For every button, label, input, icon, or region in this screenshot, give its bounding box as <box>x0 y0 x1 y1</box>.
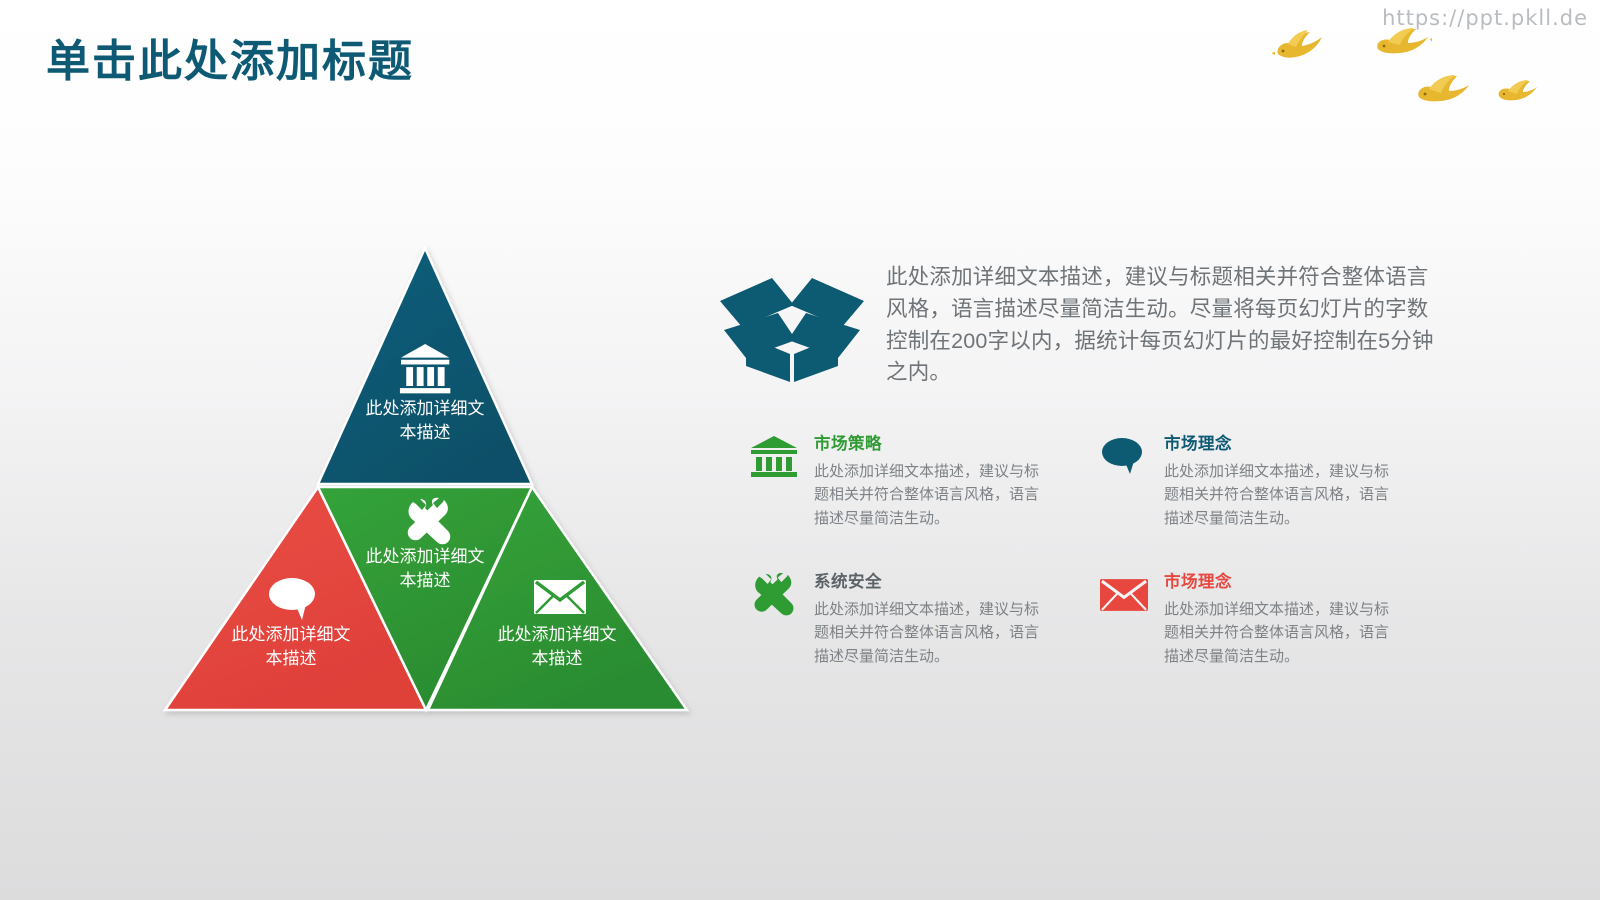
pyramid-segment-top[interactable] <box>316 244 534 486</box>
feature-description: 此处添加详细文本描述，建议与标题相关并符合整体语言风格，语言描述尽量简洁生动。 <box>814 601 1040 665</box>
page-title: 单击此处添加标题 <box>46 37 414 86</box>
feature-item-market-strategy[interactable]: 市场策略 此处添加详细文本描述，建议与标题相关并符合整体语言风格，语言描述尽量简… <box>748 428 1098 566</box>
feature-title: 市场策略 <box>814 435 882 453</box>
bird-icon <box>1418 75 1469 102</box>
pyramid-bottomright-label-line2: 本描述 <box>532 649 583 668</box>
feature-title: 市场理念 <box>1164 435 1232 453</box>
envelope-icon <box>1098 572 1150 618</box>
feature-title: 系统安全 <box>814 573 882 591</box>
feature-item-market-concept-teal[interactable]: 市场理念 此处添加详细文本描述，建议与标题相关并符合整体语言风格，语言描述尽量简… <box>1098 428 1438 566</box>
feature-item-system-security[interactable]: 系统安全 此处添加详细文本描述，建议与标题相关并符合整体语言风格，语言描述尽量简… <box>748 566 1098 704</box>
bank-icon <box>748 434 800 480</box>
pyramid-top-label-line1: 此处添加详细文 <box>366 399 485 418</box>
bird-icon <box>1377 28 1432 54</box>
chat-bubble-icon <box>1098 434 1150 480</box>
pyramid-segment-middle[interactable] <box>316 485 534 713</box>
open-box-icon <box>716 268 868 389</box>
chat-bubble-icon <box>269 578 315 620</box>
tools-icon <box>748 572 800 618</box>
pyramid-bottomleft-label-line1: 此处添加详细文 <box>232 625 351 644</box>
envelope-icon <box>534 580 586 614</box>
bank-icon <box>399 344 451 394</box>
feature-description: 此处添加详细文本描述，建议与标题相关并符合整体语言风格，语言描述尽量简洁生动。 <box>814 463 1040 527</box>
feature-grid: 市场策略 此处添加详细文本描述，建议与标题相关并符合整体语言风格，语言描述尽量简… <box>748 428 1438 704</box>
pyramid-middle-label-line1: 此处添加详细文 <box>366 547 485 566</box>
description-block: 此处添加详细文本描述，建议与标题相关并符合整体语言风格，语言描述尽量简洁生动。尽… <box>716 262 1436 389</box>
bird-icon <box>1272 30 1322 58</box>
description-text: 此处添加详细文本描述，建议与标题相关并符合整体语言风格，语言描述尽量简洁生动。尽… <box>886 265 1434 385</box>
feature-title: 市场理念 <box>1164 573 1232 591</box>
watermark-url: https://ppt.pkll.de <box>1382 6 1588 30</box>
pyramid-diagram: 此处添加详细文 本描述 此处添加详细文 本描述 此处添加详细文 本描述 <box>160 240 700 720</box>
feature-item-market-concept-red[interactable]: 市场理念 此处添加详细文本描述，建议与标题相关并符合整体语言风格，语言描述尽量简… <box>1098 566 1438 704</box>
bird-icon <box>1498 80 1537 101</box>
pyramid-middle-label-line2: 本描述 <box>400 571 451 590</box>
tools-icon <box>407 497 451 545</box>
pyramid-top-label-line2: 本描述 <box>400 423 451 442</box>
feature-description: 此处添加详细文本描述，建议与标题相关并符合整体语言风格，语言描述尽量简洁生动。 <box>1164 463 1390 527</box>
feature-description: 此处添加详细文本描述，建议与标题相关并符合整体语言风格，语言描述尽量简洁生动。 <box>1164 601 1390 665</box>
pyramid-bottomright-label-line1: 此处添加详细文 <box>498 625 617 644</box>
pyramid-bottomleft-label-line2: 本描述 <box>266 649 317 668</box>
